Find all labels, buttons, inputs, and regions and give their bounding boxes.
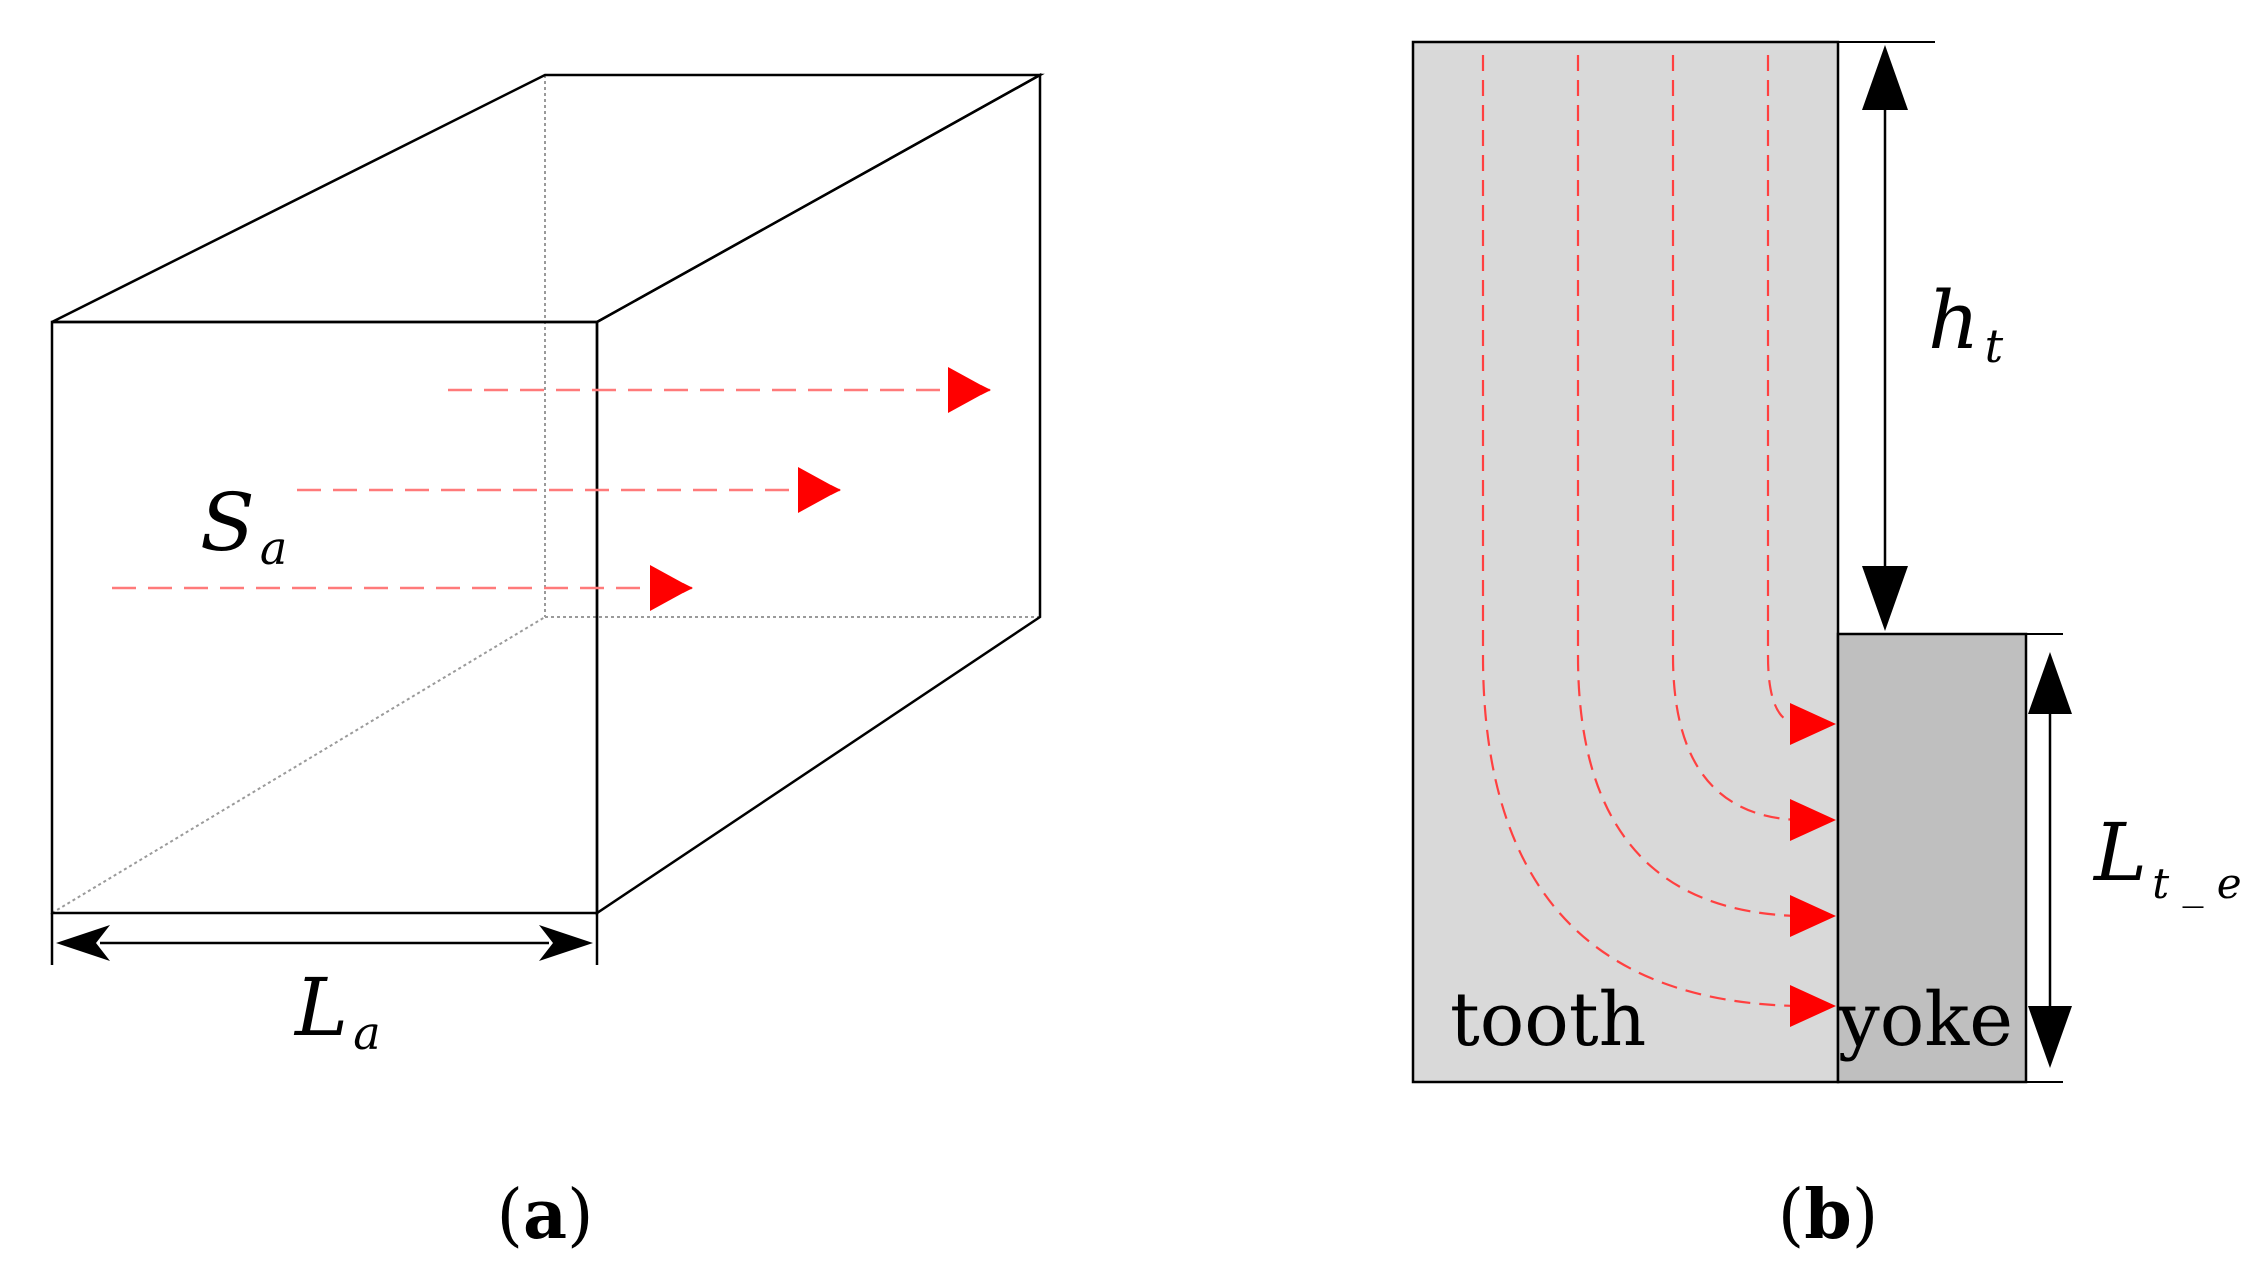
- flux-arrowhead-b-2: [1790, 895, 1836, 937]
- caption-a-close: ): [567, 1176, 594, 1255]
- caption-a-letter: a: [523, 1175, 567, 1255]
- flux-arrowheads-b: [1790, 703, 1836, 1027]
- length-dimension-a: [50, 913, 599, 965]
- flux-arrows-a: [112, 385, 991, 593]
- effective-length-subscript: t _ e: [2152, 859, 2241, 908]
- tooth-label: tooth: [1450, 977, 1646, 1063]
- panel-b: h t L t _ e tooth yoke (b): [1411, 40, 2242, 1255]
- flux-arrowhead-b-1: [1790, 985, 1836, 1027]
- flux-arrowhead-a-3: [650, 565, 692, 611]
- caption-b-close: ): [1852, 1176, 1879, 1255]
- length-label-subscript: a: [353, 1006, 380, 1060]
- box-hidden-edges: [51, 75, 1040, 914]
- tooth-block: [1411, 40, 1840, 1084]
- height-label-main: h: [1928, 274, 1980, 367]
- yoke-label: yoke: [1837, 977, 2013, 1063]
- flux-path-b-2: [1576, 55, 1799, 918]
- lte-arrowhead-bottom: [2028, 1006, 2072, 1068]
- length-label-la: L a: [293, 961, 381, 1060]
- box-front-face: [50, 320, 599, 915]
- flux-path-b-1: [1481, 55, 1799, 1008]
- dimension-arrowheads-lte: [2028, 652, 2072, 1068]
- flux-arrowhead-a-2: [798, 467, 840, 513]
- effective-length-label: L t _ e: [2092, 806, 2242, 908]
- box-outline: [50, 72, 1045, 916]
- height-label-ht: h t: [1928, 274, 2004, 373]
- flux-arrowhead-b-4: [1790, 703, 1836, 745]
- extension-lines-b: [1838, 41, 2063, 1083]
- hidden-edge-diagonal: [51, 616, 546, 914]
- flux-arrowhead-b-3: [1790, 799, 1836, 841]
- ht-arrowhead-top: [1862, 45, 1908, 110]
- flux-arrowhead-a-1: [948, 367, 990, 413]
- height-label-subscript: t: [1985, 319, 2004, 373]
- box-right-face: [595, 72, 1042, 916]
- flux-path-b-3: [1671, 55, 1799, 822]
- caption-a-open: (: [496, 1176, 523, 1255]
- dimension-arrowhead-right: [539, 925, 593, 961]
- caption-a: (a): [496, 1175, 593, 1255]
- length-dimension-arrowheads: [56, 925, 593, 961]
- area-label-subscript: a: [260, 521, 287, 575]
- caption-b-open: (: [1778, 1176, 1805, 1255]
- area-label-sa: S a: [200, 476, 287, 575]
- length-label-main: L: [293, 961, 348, 1054]
- ht-arrowhead-bottom: [1862, 566, 1908, 631]
- area-label-main: S: [200, 476, 255, 569]
- flux-arrowheads-a: [650, 367, 990, 611]
- dimension-arrowhead-left: [56, 925, 110, 961]
- lte-arrowhead-top: [2028, 652, 2072, 714]
- caption-b: (b): [1778, 1175, 1879, 1255]
- dimension-arrowheads-ht: [1862, 45, 1908, 631]
- caption-b-letter: b: [1804, 1175, 1852, 1255]
- effective-length-main: L: [2092, 806, 2147, 899]
- yoke-block: [1836, 632, 2028, 1084]
- panel-a: S a L a (a): [50, 72, 1045, 1255]
